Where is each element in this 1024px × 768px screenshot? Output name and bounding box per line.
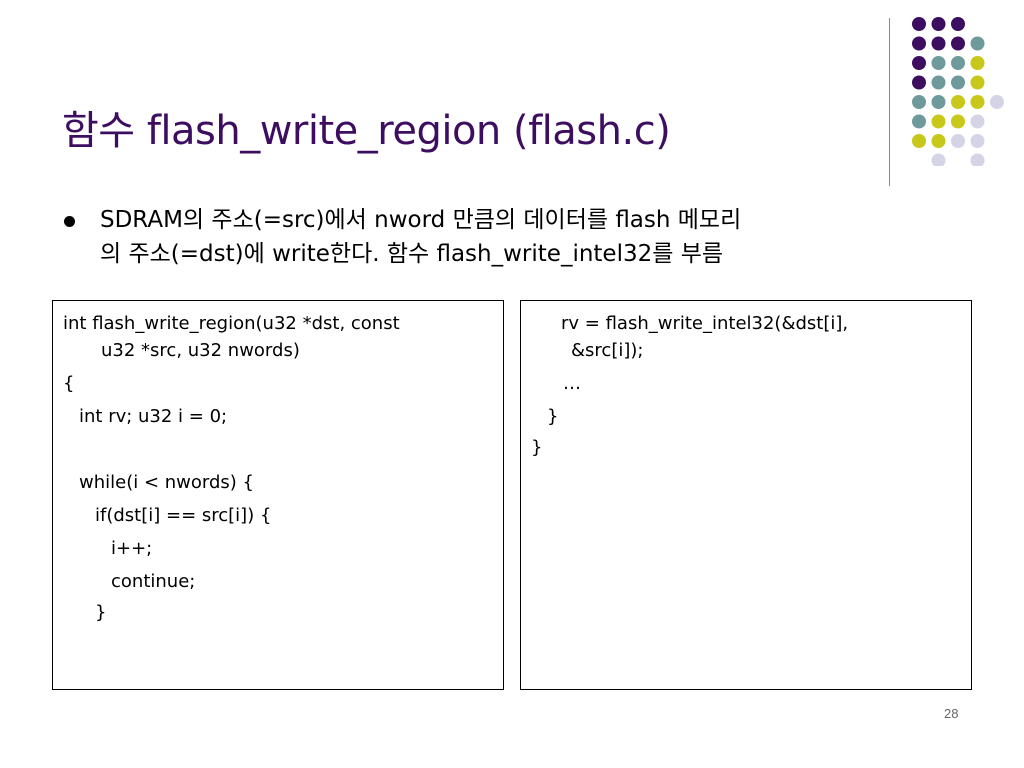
decorative-dot (931, 36, 946, 51)
decorative-dot (990, 95, 1004, 109)
decorative-dot (912, 95, 926, 109)
decorative-dot (931, 17, 946, 31)
code-line: } (531, 437, 543, 458)
code-line: u32 *src, u32 nwords) (101, 340, 300, 361)
decorative-dot (951, 95, 965, 109)
decorative-dot (931, 95, 946, 109)
decorative-dot (970, 75, 985, 90)
code-line: while(i < nwords) { (79, 472, 254, 493)
decorative-dot (951, 56, 965, 70)
decorative-dot (912, 36, 926, 51)
slide-title: 함수 flash_write_region (flash.c) (62, 108, 671, 154)
decorative-dot (970, 153, 985, 166)
code-line: rv = flash_write_intel32(&dst[i], (561, 313, 849, 334)
decorative-dot (970, 56, 985, 70)
bullet-line-1: SDRAM의 주소(=src)에서 nword 만큼의 데이터를 flash 메… (100, 207, 742, 233)
decorative-divider-line (889, 18, 890, 186)
code-line: continue; (111, 571, 196, 592)
code-line: i++; (111, 538, 153, 559)
decorative-dot (970, 114, 985, 129)
decorative-dot (912, 56, 926, 70)
decorative-dot (970, 36, 985, 51)
decorative-dot (931, 153, 946, 166)
decorative-dot (931, 56, 946, 70)
code-box-left: int flash_write_region(u32 *dst, const u… (52, 300, 504, 690)
code-line: … (563, 373, 581, 394)
decorative-dot (970, 95, 985, 109)
page-number: 28 (944, 706, 959, 721)
decorative-dot (931, 75, 946, 90)
decorative-dot (912, 75, 926, 90)
bullet-text: SDRAM의 주소(=src)에서 nword 만큼의 데이터를 flash 메… (100, 203, 962, 271)
bullet-line-2: 의 주소(=dst)에 write한다. 함수 flash_write_inte… (100, 241, 724, 267)
decorative-dot (931, 114, 946, 129)
decorative-dot (951, 114, 965, 129)
code-line: } (95, 602, 107, 623)
code-line: if(dst[i] == src[i]) { (95, 505, 272, 526)
decorative-dot-grid (912, 17, 1004, 166)
code-line: int rv; u32 i = 0; (79, 406, 228, 427)
decorative-dot (912, 114, 926, 129)
decorative-dot (912, 134, 926, 148)
decorative-dot (951, 75, 965, 90)
code-box-right: rv = flash_write_intel32(&dst[i], &src[i… (520, 300, 972, 690)
decorative-dot (951, 134, 965, 148)
bullet-dot-icon (64, 216, 75, 227)
decorative-dot (970, 134, 985, 148)
decorative-dot (931, 134, 946, 148)
decorative-dot (912, 17, 926, 31)
bullet-item: SDRAM의 주소(=src)에서 nword 만큼의 데이터를 flash 메… (62, 203, 962, 271)
code-line: int flash_write_region(u32 *dst, const (63, 313, 400, 334)
code-line: } (547, 406, 559, 427)
code-line: &src[i]); (571, 340, 644, 361)
decorative-dot (951, 17, 965, 31)
code-line: { (63, 373, 75, 394)
decorative-dot (951, 36, 965, 51)
